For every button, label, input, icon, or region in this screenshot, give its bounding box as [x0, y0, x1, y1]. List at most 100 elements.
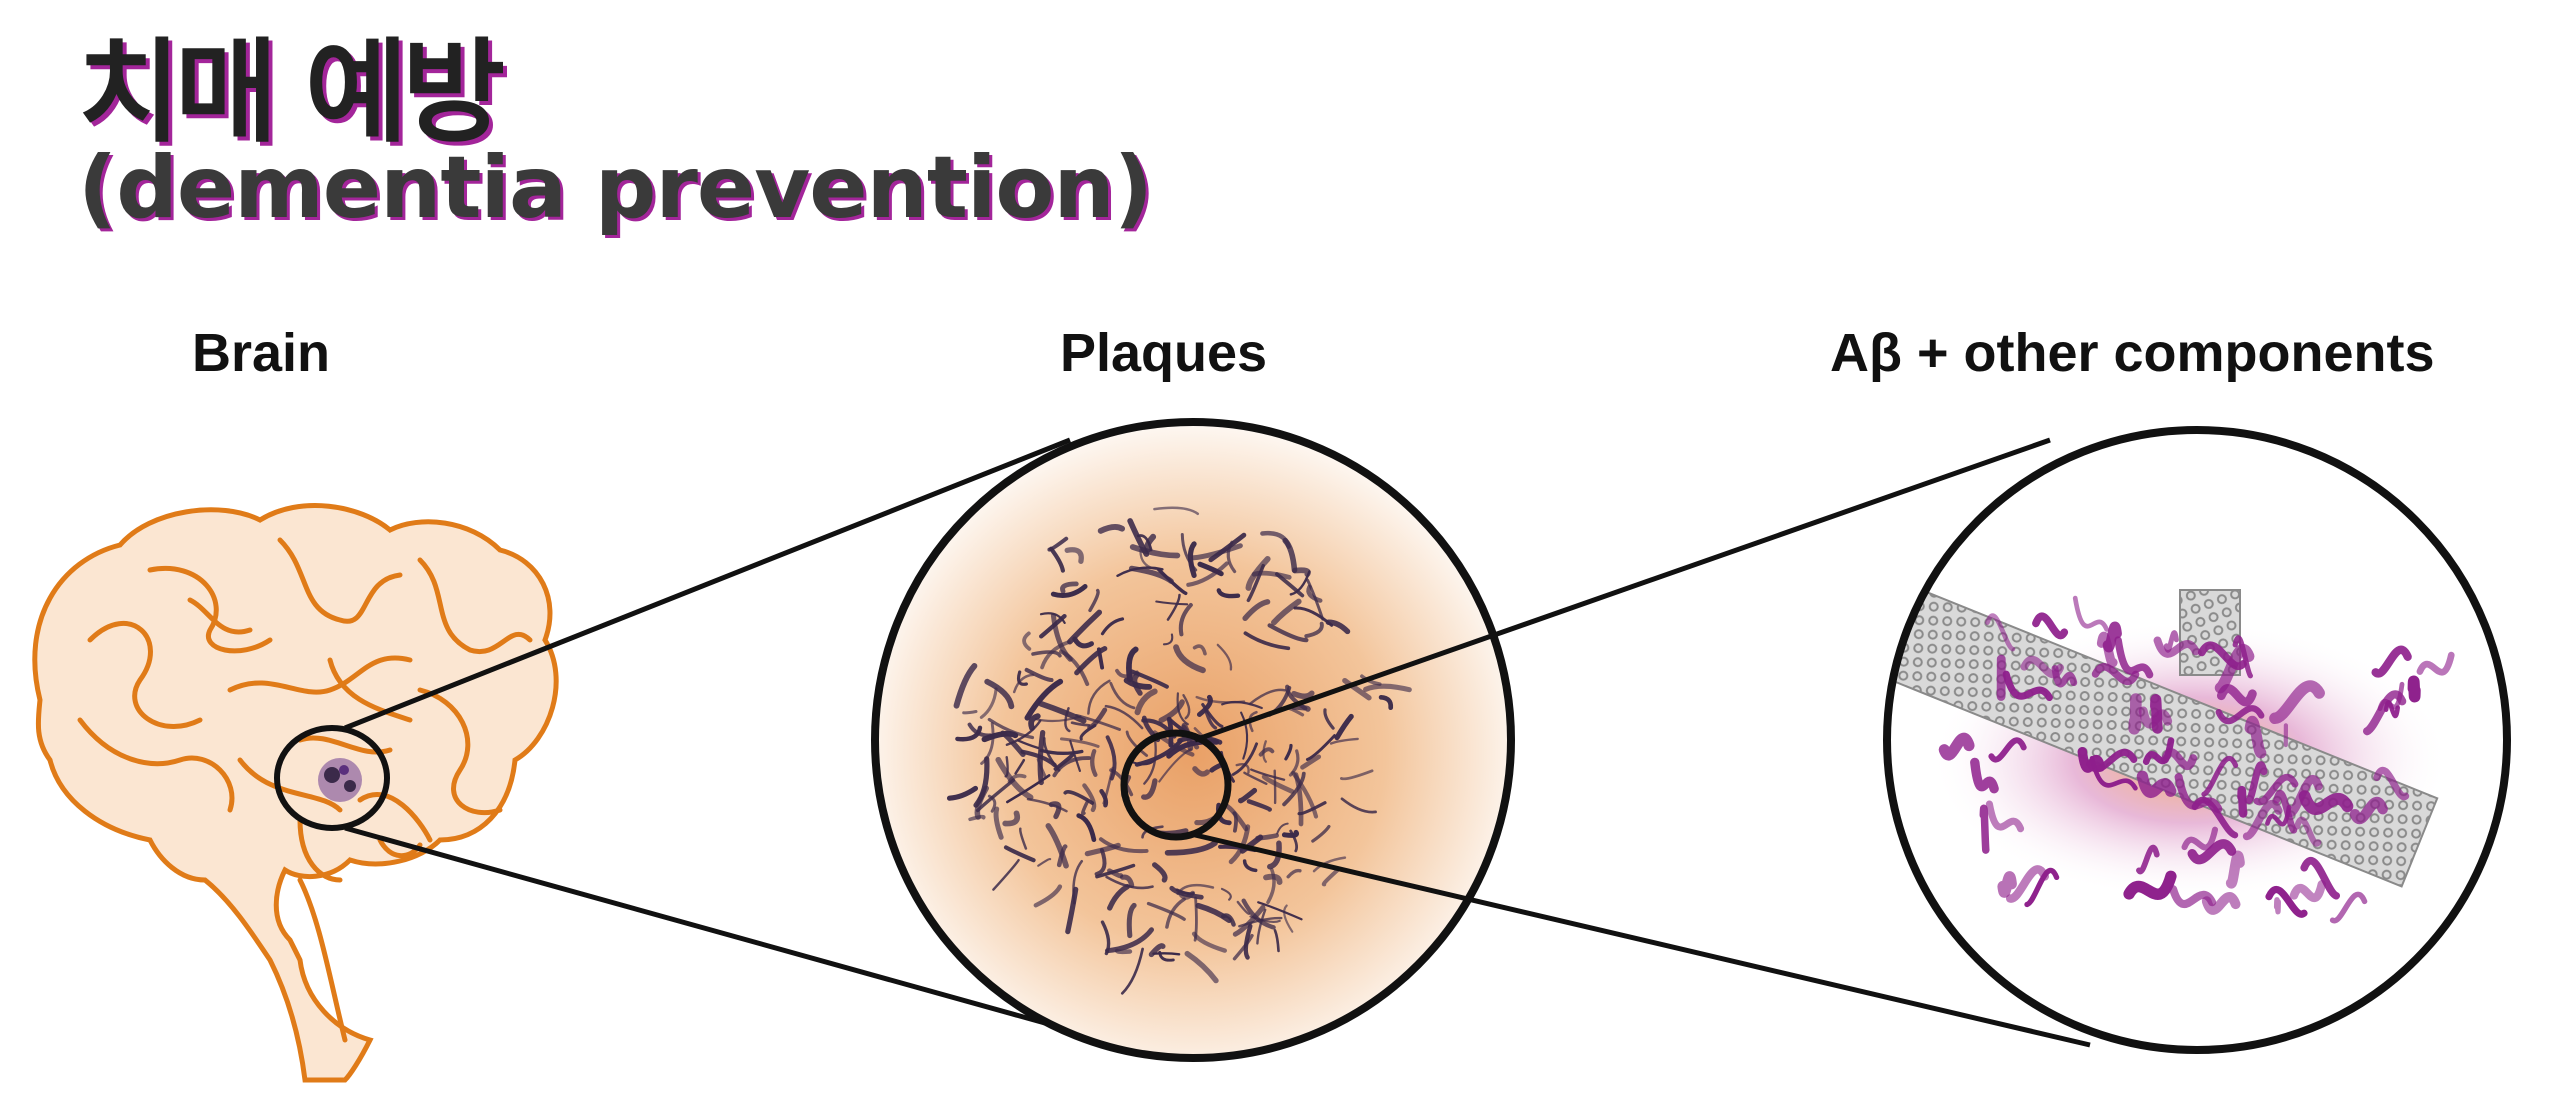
plaques-label: Plaques	[1060, 323, 1268, 383]
plaque-strand	[968, 814, 986, 822]
plaque-strand	[1249, 915, 1281, 923]
plaque-strand	[1033, 884, 1063, 908]
plaque-strand	[1125, 730, 1149, 757]
plaque-strand	[1132, 671, 1143, 696]
plaque-strand	[1076, 813, 1097, 843]
plaque-strand	[1064, 547, 1084, 564]
plaque-strand	[1070, 721, 1091, 727]
protein-ribbon	[2160, 748, 2198, 770]
plaque-strand	[1283, 904, 1294, 933]
plaque-strand	[1095, 863, 1136, 879]
plaque-strand	[1243, 631, 1291, 651]
plaque-strand	[1082, 783, 1097, 813]
plaque-strand	[1250, 768, 1286, 781]
plaque-strand	[979, 687, 998, 719]
plaque-strand	[962, 710, 978, 715]
protein-ribbon	[2289, 880, 2327, 903]
plaque-strand	[1031, 650, 1062, 658]
protein-ribbon	[2242, 799, 2283, 841]
plaque-strand	[1088, 588, 1100, 613]
protein-ribbon	[2123, 870, 2177, 900]
ab-components-label: Aβ + other components	[1830, 323, 2435, 383]
plaque-strand	[946, 785, 979, 801]
plaque-strand	[1052, 756, 1091, 778]
plaque-strand	[1291, 690, 1315, 700]
protein-ribbon	[2024, 867, 2060, 908]
plaque-strand	[1045, 823, 1069, 869]
plaque-strand	[1246, 563, 1265, 603]
zoom-line-top-2	[1194, 437, 2051, 743]
protein-ribbon	[2215, 705, 2265, 725]
plaque-strand	[1285, 684, 1308, 711]
protein-ribbon	[1985, 613, 2016, 652]
plaque-strand	[1323, 708, 1335, 730]
plaque-strand	[1026, 797, 1068, 813]
plaque-strand	[1192, 644, 1207, 656]
plaque-strand	[1105, 875, 1154, 890]
plaque-strand	[1267, 623, 1309, 643]
plaque-strand	[1196, 694, 1213, 717]
plaque-strand	[1266, 867, 1276, 905]
plaque-strand	[1201, 703, 1224, 728]
plaque-strand	[1136, 534, 1153, 552]
plaque-strand	[1191, 543, 1243, 561]
protein-ribbon	[2089, 755, 2138, 791]
plaque-strand	[1176, 883, 1215, 895]
plaque-strand	[1050, 613, 1073, 662]
plaque-strand	[1300, 754, 1322, 770]
plaque-strand	[1193, 896, 1198, 942]
plaque-strand	[1047, 536, 1069, 552]
protein-ribbon	[1988, 737, 2027, 763]
ab-circle	[1883, 426, 2511, 1054]
plaque-strand	[1248, 688, 1287, 705]
protein-ribbons	[1938, 595, 2455, 924]
plaque-strand	[1262, 740, 1267, 763]
plaque-strand	[1105, 927, 1154, 954]
plaque-strand	[1176, 692, 1189, 726]
plaque-strand	[1235, 763, 1250, 774]
plaques-zoom-circle	[1120, 729, 1232, 841]
protein-ribbon	[2020, 655, 2065, 679]
protein-ribbon	[2201, 755, 2239, 797]
plaque-strand	[1134, 688, 1158, 716]
plaque-strand	[1231, 742, 1259, 776]
plaque-strand	[1240, 711, 1249, 760]
plaque-strand	[1024, 678, 1064, 721]
plaque-strand	[1074, 646, 1108, 676]
plaque-strand	[1157, 567, 1188, 596]
plaque-strand	[1275, 572, 1305, 598]
plaque-strand	[1107, 884, 1130, 911]
plaque-strand	[1158, 950, 1175, 962]
plaque-strand	[1079, 723, 1097, 741]
protein-ribbon	[2377, 681, 2405, 711]
protein-ribbon	[2300, 856, 2340, 900]
plaque-strand	[1105, 735, 1117, 781]
plaque-strand	[1060, 581, 1079, 594]
plaque-strand	[1098, 837, 1149, 854]
plaque-strand	[1037, 857, 1052, 867]
plaque-strand	[967, 722, 993, 738]
plaque-strand	[1177, 890, 1195, 900]
plaque-strand	[1152, 952, 1181, 956]
plaque-strand	[1060, 737, 1100, 748]
plaque-strand	[1297, 801, 1327, 816]
protein-ribbon	[1970, 757, 1999, 794]
plaque-strand	[1304, 621, 1324, 639]
plaque-strand	[1014, 758, 1026, 775]
plaque-strand	[1216, 588, 1241, 599]
plaque-strand	[1311, 824, 1331, 843]
protein-ribbon	[2032, 612, 2069, 640]
zoom-line-bottom-1	[344, 825, 1071, 1033]
plaque-strand	[1100, 920, 1111, 956]
plaque-strand	[1236, 900, 1251, 915]
protein-ribbon	[2265, 885, 2308, 918]
protein-ribbon	[2153, 636, 2200, 658]
plaque-strand	[1305, 734, 1336, 761]
plaque-strand	[1081, 799, 1090, 816]
plaque-strand	[993, 806, 1004, 840]
plaque-strand	[1325, 619, 1351, 635]
plaque-strand	[1329, 737, 1359, 745]
plaque-strand	[1226, 540, 1237, 574]
plaque-strand	[1257, 901, 1303, 921]
plaque-strand	[1038, 700, 1087, 724]
